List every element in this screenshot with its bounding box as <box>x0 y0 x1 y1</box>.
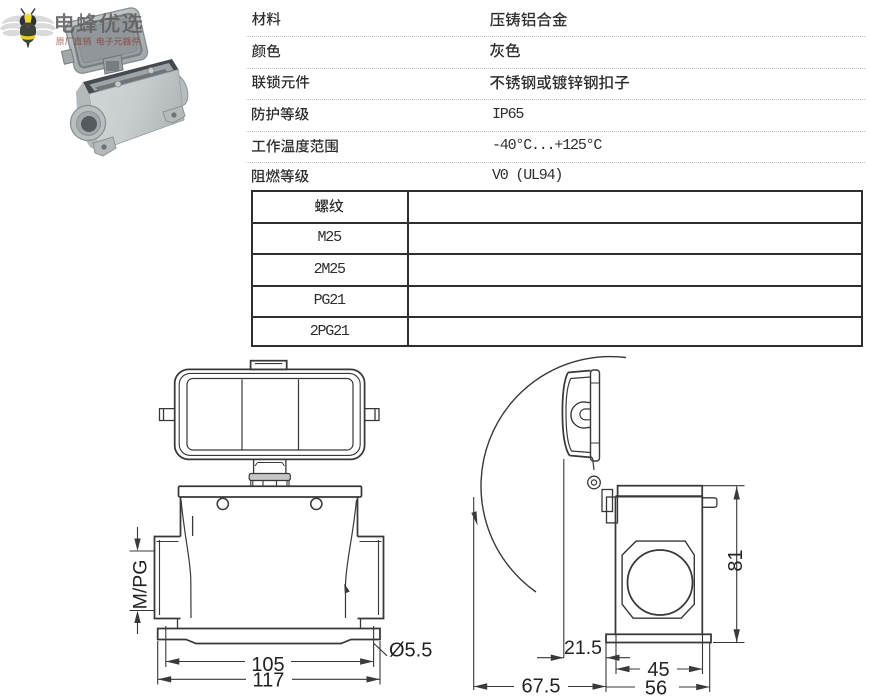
svg-text:56: 56 <box>645 677 667 698</box>
svg-text:67.5: 67.5 <box>522 676 561 698</box>
svg-text:M/PG: M/PG <box>130 560 152 610</box>
svg-text:117: 117 <box>253 670 285 692</box>
svg-text:105: 105 <box>251 654 284 676</box>
svg-text:Ø5.5: Ø5.5 <box>389 640 432 662</box>
svg-text:81: 81 <box>725 549 747 571</box>
svg-text:21.5: 21.5 <box>564 637 602 659</box>
svg-text:45: 45 <box>647 659 669 681</box>
